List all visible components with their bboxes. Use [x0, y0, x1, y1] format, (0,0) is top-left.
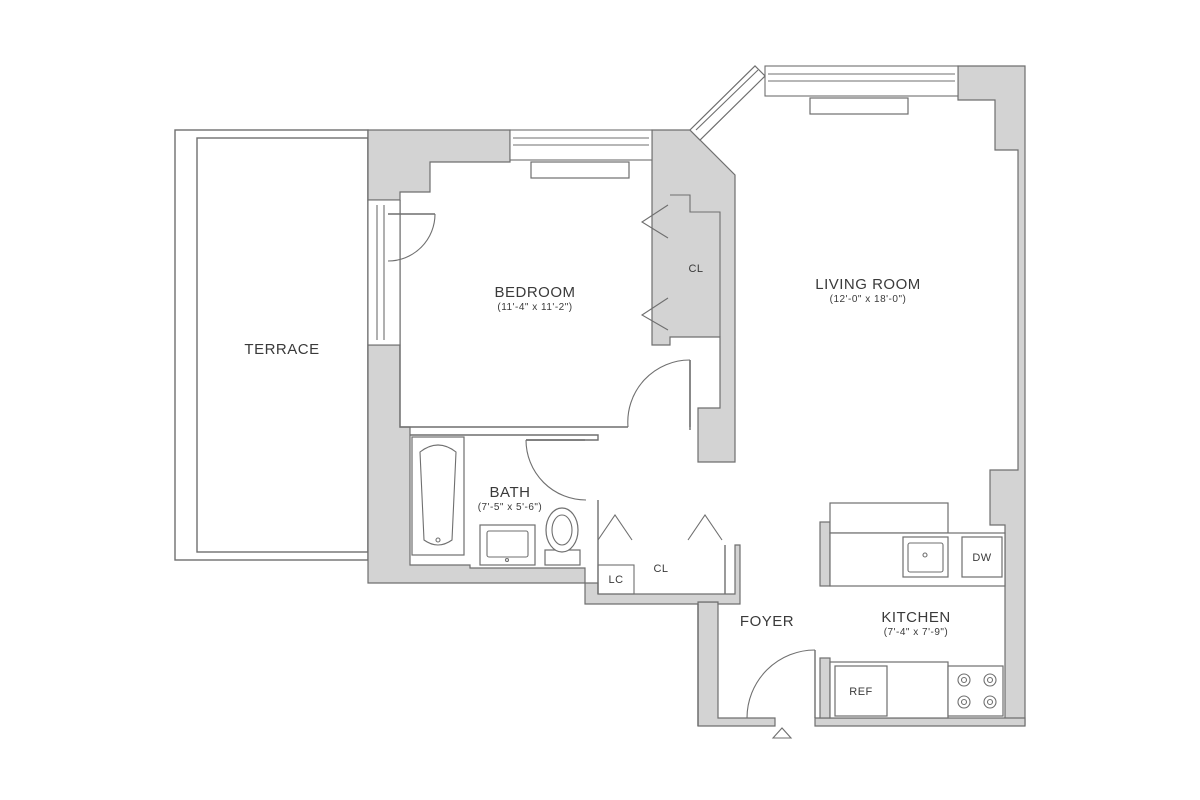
burners: [957, 673, 997, 709]
room-labels: TERRACE BEDROOM (11'-4" x 11'-2") LIVING…: [244, 263, 991, 698]
bath-fixtures: [411, 436, 581, 566]
refrigerator-label: REF: [849, 686, 873, 698]
bath-label: BATH: [490, 484, 531, 501]
dishwasher: [961, 536, 1003, 578]
kitchen-dims: (7'-4" x 7'-9"): [884, 627, 949, 638]
dishwasher-label: DW: [972, 552, 991, 564]
living-room-label: LIVING ROOM: [815, 276, 921, 293]
entry-arrow-icon: [771, 727, 793, 739]
terrace-label: TERRACE: [244, 341, 319, 358]
bedroom-closet-label: CL: [688, 263, 703, 275]
living-room-dims: (12'-0" x 18'-0"): [830, 294, 907, 305]
toilet: [544, 507, 581, 566]
kitchen-label: KITCHEN: [881, 609, 950, 626]
bedroom-dims: (11'-4" x 11'-2"): [497, 302, 572, 313]
range: [947, 665, 1004, 717]
bath-dims: (7'-5" x 5'-6"): [478, 502, 543, 513]
linen-closet-label: LC: [608, 574, 623, 586]
windows: [367, 65, 959, 346]
foyer-closet-label: CL: [653, 563, 668, 575]
refrigerator: [834, 665, 888, 717]
doors: [387, 204, 816, 739]
kitchen-fixtures: [829, 502, 1006, 719]
tub-basin: [419, 444, 457, 546]
bedroom-label: BEDROOM: [494, 284, 575, 301]
foyer-label: FOYER: [740, 613, 794, 630]
